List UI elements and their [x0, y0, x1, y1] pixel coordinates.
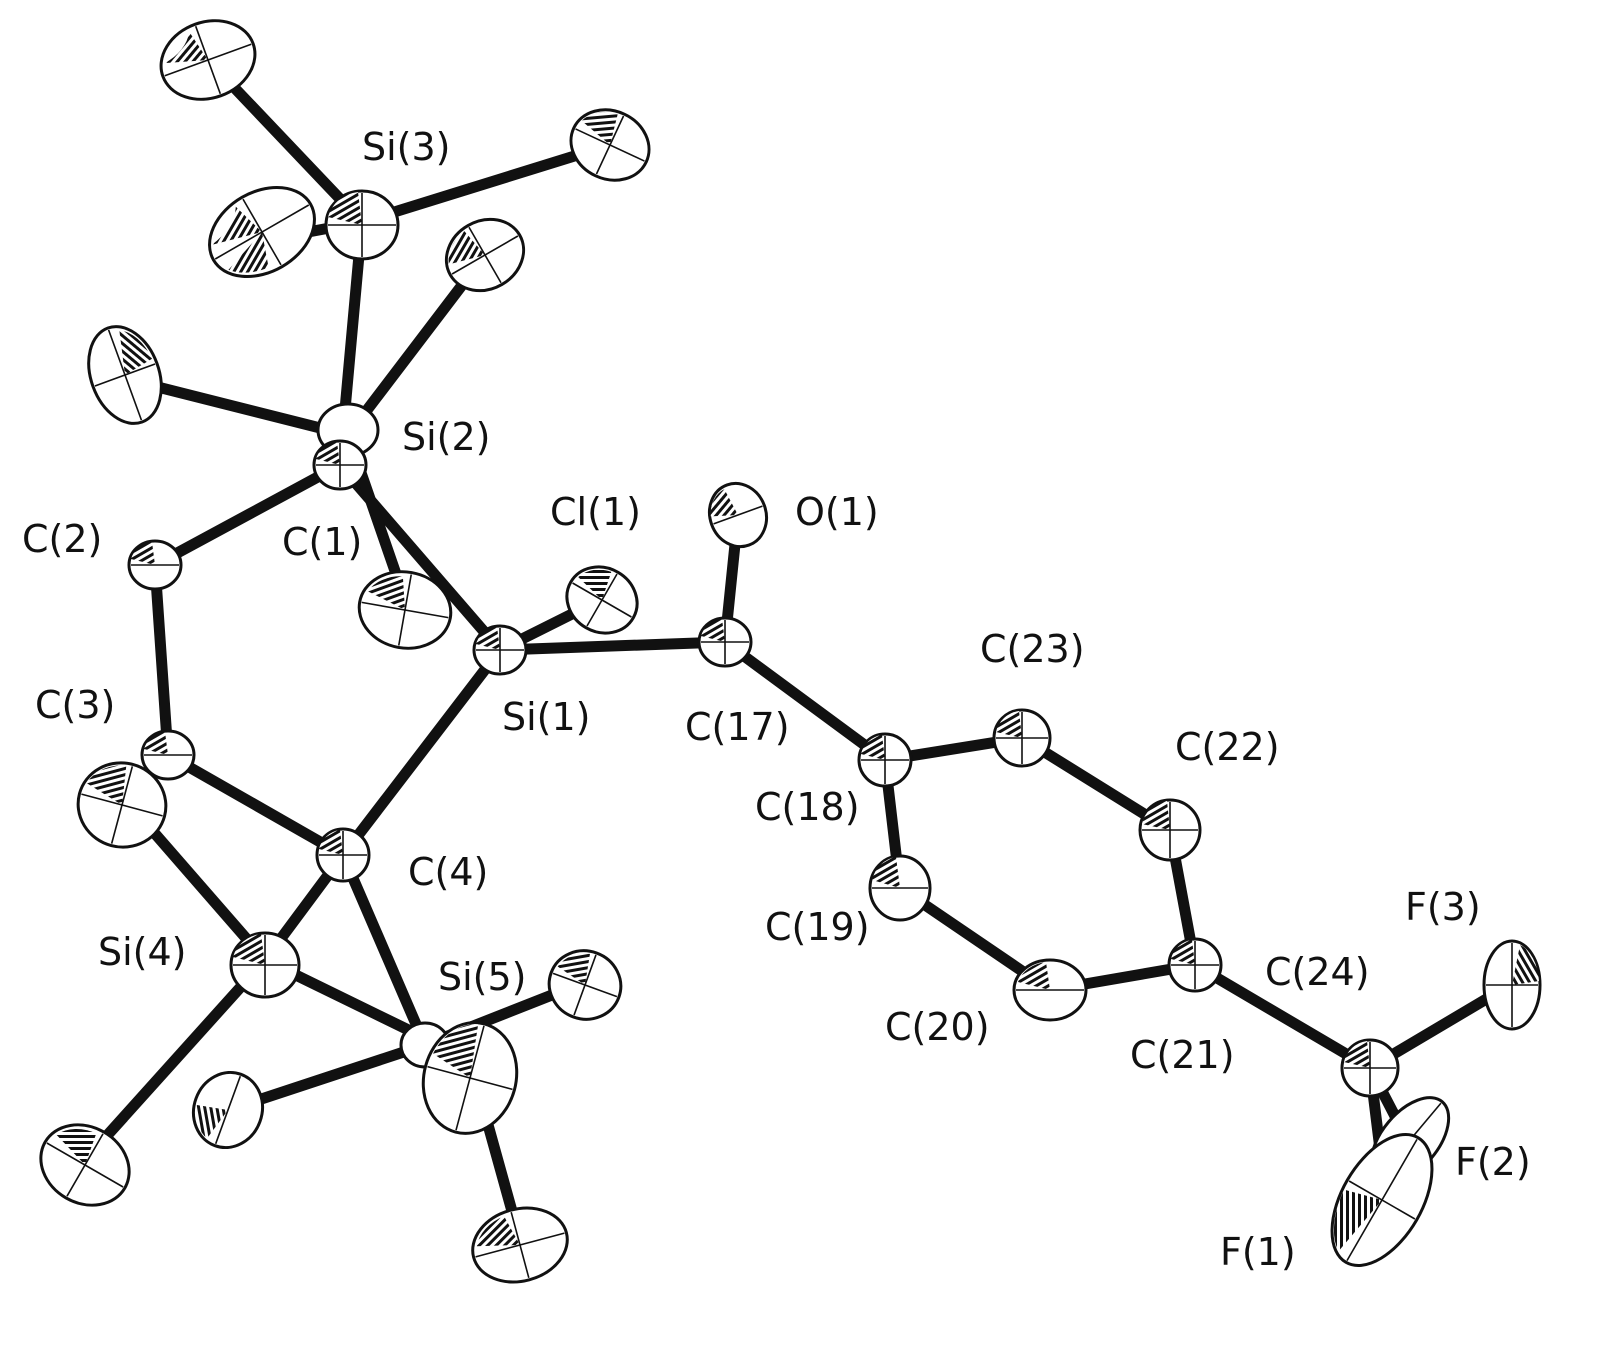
atom-c21 — [1167, 937, 1223, 993]
label-c21: C(21) — [1130, 1033, 1235, 1077]
bond-c21-c24 — [1189, 959, 1376, 1074]
label-f2: F(2) — [1455, 1140, 1531, 1184]
atom-c3 — [140, 729, 196, 781]
bond-si4-me1 — [79, 954, 271, 1166]
atom-f3 — [1482, 939, 1542, 1031]
atom-f1 — [1330, 1133, 1434, 1267]
atom-c22 — [1138, 798, 1202, 862]
atom-si2-methyl-upper — [444, 217, 526, 293]
label-cl1: Cl(1) — [550, 490, 641, 534]
atom-si4 — [229, 931, 301, 999]
atom-labels: Si(3) Si(2) C(1) C(2) Cl(1) O(1) C(23) C… — [22, 125, 1531, 1274]
bond-si1-c17 — [494, 636, 731, 656]
atom-si3-methyl-left — [208, 185, 316, 279]
atom-c17 — [697, 616, 753, 668]
label-si5: Si(5) — [438, 955, 527, 999]
bond-si1-c4 — [337, 644, 506, 861]
bond-si3-me2 — [356, 139, 616, 228]
atom-si3 — [324, 189, 400, 261]
bond-c2-c3 — [149, 559, 174, 761]
atom-si4-methyl-lower — [39, 1123, 131, 1207]
atom-c3-methyl — [76, 761, 168, 849]
label-f1: F(1) — [1220, 1230, 1296, 1274]
label-c3: C(3) — [35, 683, 115, 727]
label-c23: C(23) — [980, 627, 1085, 671]
label-f3: F(3) — [1405, 885, 1481, 929]
atom-si5-methyl-left — [192, 1070, 264, 1150]
atom-c20 — [1012, 958, 1088, 1022]
bond-c1-c2 — [149, 459, 346, 571]
atom-si5-methyl-lower — [471, 1206, 569, 1284]
atom-si1 — [472, 624, 528, 676]
label-c4: C(4) — [408, 850, 488, 894]
bond-si2-me2 — [124, 374, 354, 441]
atom-c24 — [1340, 1038, 1400, 1098]
atom-si2-methyl-lower — [357, 570, 453, 650]
label-c19: C(19) — [765, 905, 870, 949]
label-si3: Si(3) — [362, 125, 451, 169]
atom-cl1 — [565, 565, 639, 635]
label-c1: C(1) — [282, 520, 362, 564]
label-si2: Si(2) — [402, 415, 491, 459]
label-c20: C(20) — [885, 1005, 990, 1049]
atom-c23 — [992, 708, 1052, 768]
atom-si2-methyl-left — [87, 325, 163, 425]
label-c2: C(2) — [22, 517, 102, 561]
bond-c4-si5 — [337, 849, 431, 1051]
label-si4: Si(4) — [98, 930, 187, 974]
label-o1: O(1) — [795, 490, 879, 534]
atom-si3-methyl-top — [159, 19, 257, 101]
label-c17: C(17) — [685, 705, 790, 749]
atom-c4 — [315, 827, 371, 883]
atom-c18 — [857, 732, 913, 788]
atom-c2 — [127, 539, 183, 591]
atom-si3-methyl-right — [569, 108, 651, 182]
label-si1: Si(1) — [502, 695, 591, 739]
label-c18: C(18) — [755, 785, 860, 829]
atom-o1 — [708, 481, 768, 549]
label-c24: C(24) — [1265, 950, 1370, 994]
atom-si5-methyl-right — [547, 949, 623, 1021]
label-c22: C(22) — [1175, 725, 1280, 769]
bond-c17-c18 — [719, 636, 891, 766]
atoms — [39, 19, 1542, 1284]
atom-c19 — [868, 854, 932, 922]
bond-c3-c4 — [162, 749, 349, 861]
atom-c1 — [312, 439, 368, 491]
atom-si5-methyl-front — [421, 1021, 519, 1135]
